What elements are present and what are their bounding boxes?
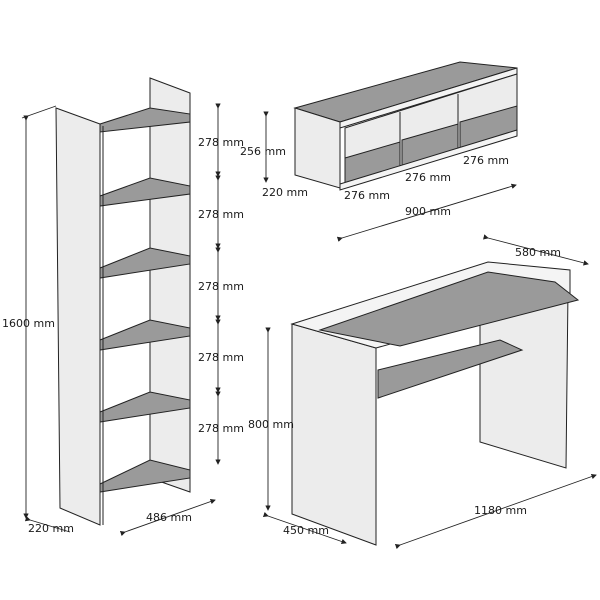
desk-depth-label: 580 mm xyxy=(515,246,561,259)
wall-unit xyxy=(293,61,518,191)
wall-unit-width-label: 900 mm xyxy=(405,205,451,218)
wall-unit-dimensions: 256 mm 220 mm 276 mm 276 mm 276 mm 900 m… xyxy=(240,111,517,242)
bookshelf-width-label: 486 mm xyxy=(146,511,192,524)
shelf-gap-label: 278 mm xyxy=(198,280,244,293)
bookshelf-shelf-gap-dimensions: 278 mm 278 mm 278 mm 278 mm 278 mm xyxy=(198,103,244,465)
desk-side-depth-label: 450 mm xyxy=(283,524,329,537)
desk-height-label: 800 mm xyxy=(248,418,294,431)
bookshelf xyxy=(55,77,191,526)
bookshelf-height-dimension: 1600 mm xyxy=(2,105,57,519)
bookshelf-height-label: 1600 mm xyxy=(2,317,55,330)
wall-unit-depth-label: 220 mm xyxy=(262,186,308,199)
shelf-gap-label: 278 mm xyxy=(198,422,244,435)
bookshelf-width-dimension: 486 mm xyxy=(119,498,216,537)
bookshelf-shelves xyxy=(99,107,191,493)
wall-unit-height-label: 256 mm xyxy=(240,145,286,158)
compartment-width-label: 276 mm xyxy=(344,189,390,202)
desk-width-label: 1180 mm xyxy=(474,504,527,517)
shelf-gap-label: 278 mm xyxy=(198,136,244,149)
bookshelf-depth-label: 220 mm xyxy=(28,522,74,535)
desk xyxy=(290,261,580,546)
compartment-width-label: 276 mm xyxy=(405,171,451,184)
shelf-gap-label: 278 mm xyxy=(198,351,244,364)
bookshelf-depth-dimension: 220 mm xyxy=(24,516,74,535)
compartment-width-label: 276 mm xyxy=(463,154,509,167)
desk-dimensions: 580 mm 800 mm 450 mm 1180 mm xyxy=(248,234,597,550)
shelf-gap-label: 278 mm xyxy=(198,208,244,221)
